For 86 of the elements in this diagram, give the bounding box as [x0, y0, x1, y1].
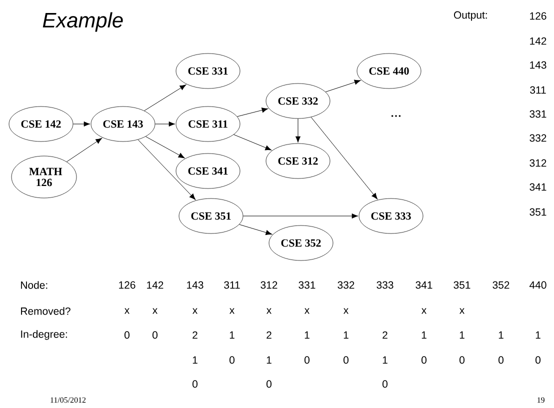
- arrow: [236, 108, 268, 117]
- table-cell: 0: [344, 356, 348, 364]
- table-cell: 1: [266, 356, 272, 364]
- table-cell: 1: [344, 331, 348, 339]
- course-node: CSE 142: [8, 106, 74, 142]
- table-cell: x: [152, 308, 158, 314]
- table-cell: 0: [422, 356, 426, 364]
- table-cell: 0: [230, 356, 234, 364]
- table-cell: 2: [192, 331, 198, 339]
- table-cell: 0: [460, 356, 464, 364]
- arrow: [325, 80, 361, 92]
- output-value: 311: [530, 86, 546, 94]
- output-value: 142: [530, 37, 546, 45]
- table-cell: x: [266, 308, 272, 314]
- table-cell: x: [460, 308, 464, 314]
- table-cell: x: [124, 308, 130, 314]
- course-node: CSE 332: [266, 83, 330, 119]
- table-cell: 2: [382, 331, 388, 339]
- table-cell: 0: [382, 380, 388, 388]
- table-cell: 1: [422, 331, 426, 339]
- table-cell: x: [344, 308, 348, 314]
- course-node: CSE 341: [176, 153, 240, 189]
- table-cell: 1: [460, 331, 464, 339]
- table-cell: 1: [192, 356, 198, 364]
- table-header: Node:: [21, 281, 48, 289]
- table-cell: 0: [192, 380, 198, 388]
- table-cell: x: [192, 308, 198, 314]
- table-cell: x: [422, 308, 426, 314]
- table-header: Removed?: [21, 307, 70, 315]
- course-node: CSE 331: [176, 53, 240, 89]
- output-label: Output:: [454, 11, 487, 21]
- table-cell: 1: [536, 331, 540, 339]
- course-node: CSE 311: [176, 106, 240, 142]
- table-header: 440: [530, 281, 546, 289]
- table-cell: x: [230, 308, 234, 314]
- table-header: In-degree:: [21, 330, 67, 340]
- table-cell: 0: [266, 380, 272, 388]
- table-header: 311: [224, 281, 240, 289]
- arrow: [138, 139, 196, 200]
- table-header: 352: [492, 281, 510, 289]
- table-cell: 0: [152, 331, 158, 339]
- table-header: 142: [147, 281, 164, 289]
- course-node: CSE 312: [266, 143, 330, 179]
- arrow: [295, 118, 301, 143]
- table-cell: x: [304, 308, 310, 314]
- table-header: 331: [298, 281, 316, 289]
- table-cell: 0: [124, 331, 130, 339]
- table-header: 332: [338, 281, 354, 289]
- course-node: CSE 440: [356, 53, 422, 89]
- course-node: CSE 143: [90, 106, 156, 142]
- arrow: [234, 134, 272, 150]
- course-node: CSE 351: [178, 198, 244, 234]
- output-value: 341: [530, 183, 546, 191]
- slide-title: Example: [42, 12, 123, 32]
- table-header: 143: [187, 281, 204, 289]
- table-cell: 0: [304, 356, 310, 364]
- output-value: 332: [530, 134, 546, 142]
- ellipsis: …: [391, 115, 401, 117]
- arrow: [239, 224, 272, 236]
- table-cell: 1: [304, 331, 310, 339]
- table-header: 341: [416, 281, 432, 289]
- table-header: 312: [260, 281, 278, 289]
- table-cell: 0: [498, 356, 504, 364]
- output-value: 331: [530, 110, 546, 118]
- table-header: 351: [454, 281, 470, 289]
- output-value: 126: [530, 12, 546, 20]
- table-cell: 1: [382, 356, 388, 364]
- arrow: [72, 121, 90, 127]
- table-cell: 1: [498, 331, 504, 339]
- table-cell: 2: [266, 331, 272, 339]
- course-node: MATH 126: [11, 156, 77, 198]
- output-value: 143: [530, 61, 546, 69]
- table-header: 333: [376, 281, 394, 289]
- arrow: [310, 116, 378, 200]
- table-cell: 0: [536, 356, 540, 364]
- course-node: CSE 352: [268, 225, 334, 261]
- course-node: CSE 333: [358, 198, 424, 234]
- arrow: [66, 138, 102, 162]
- arrow: [242, 213, 358, 219]
- output-value: 312: [530, 159, 546, 167]
- arrow: [144, 84, 186, 111]
- arrow: [145, 136, 185, 158]
- arrow: [154, 121, 176, 127]
- table-cell: 1: [230, 331, 234, 339]
- output-value: 351: [530, 208, 546, 216]
- table-header: 126: [119, 281, 136, 289]
